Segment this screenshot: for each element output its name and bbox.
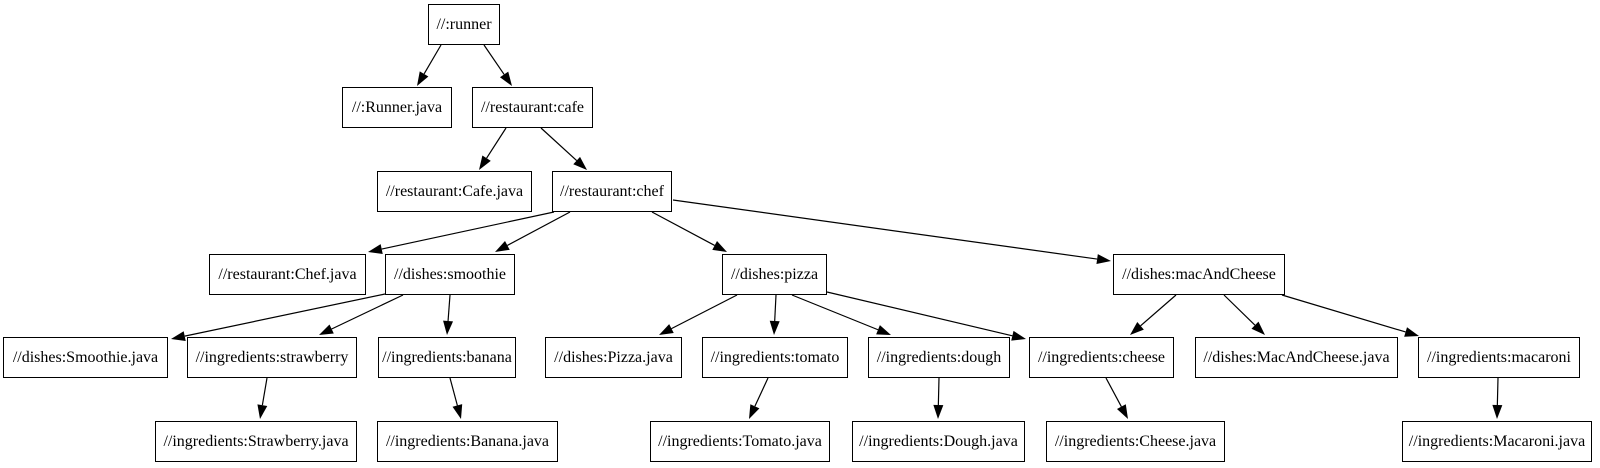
edge-chef-to-chef-java bbox=[368, 211, 555, 254]
node-pizza: //dishes:pizza bbox=[722, 254, 827, 295]
edge-banana-to-banana-java bbox=[449, 377, 463, 419]
edge-pizza-to-dough bbox=[791, 294, 891, 335]
node-mac-and-cheese-java: //dishes:MacAndCheese.java bbox=[1195, 337, 1398, 378]
node-macaroni: //ingredients:macaroni bbox=[1418, 337, 1580, 378]
arrowhead-icon bbox=[573, 156, 587, 170]
node-dough-java: //ingredients:Dough.java bbox=[852, 421, 1025, 462]
arrowhead-icon bbox=[712, 241, 727, 252]
arrowhead-icon bbox=[495, 241, 510, 252]
edge-pizza-to-pizza-java bbox=[659, 294, 738, 335]
arrowhead-icon bbox=[1130, 322, 1144, 335]
edge-runner-to-cafe bbox=[483, 44, 512, 86]
node-pizza-java: //dishes:Pizza.java bbox=[545, 337, 682, 378]
edge-dough-to-dough-java bbox=[933, 377, 944, 419]
node-strawberry-java: //ingredients:Strawberry.java bbox=[155, 421, 357, 462]
edge-mac-and-cheese-to-mac-and-cheese-java bbox=[1223, 294, 1265, 335]
node-runner: //:runner bbox=[428, 4, 500, 45]
arrowhead-icon bbox=[1404, 327, 1419, 337]
node-runner-java: //:Runner.java bbox=[342, 87, 452, 128]
arrowhead-icon bbox=[749, 404, 760, 419]
node-mac-and-cheese: //dishes:macAndCheese bbox=[1113, 254, 1285, 295]
node-cheese-java: //ingredients:Cheese.java bbox=[1046, 421, 1225, 462]
arrowhead-icon bbox=[659, 324, 674, 335]
edge-cafe-to-chef bbox=[540, 127, 587, 170]
node-smoothie: //dishes:smoothie bbox=[385, 254, 515, 295]
edge-smoothie-to-banana bbox=[443, 294, 454, 335]
node-tomato-java: //ingredients:Tomato.java bbox=[650, 421, 830, 462]
edge-cheese-to-cheese-java bbox=[1105, 377, 1128, 419]
arrowhead-icon bbox=[443, 320, 454, 335]
edge-pizza-to-tomato bbox=[769, 294, 780, 335]
node-smoothie-java: //dishes:Smoothie.java bbox=[3, 337, 168, 378]
arrowhead-icon bbox=[319, 324, 334, 335]
node-cafe: //restaurant:cafe bbox=[472, 87, 593, 128]
node-chef-java: //restaurant:Chef.java bbox=[209, 254, 366, 295]
arrowhead-icon bbox=[1116, 404, 1128, 419]
node-banana-java: //ingredients:Banana.java bbox=[377, 421, 558, 462]
arrowhead-icon bbox=[499, 71, 512, 86]
node-dough: //ingredients:dough bbox=[868, 337, 1010, 378]
arrowhead-icon bbox=[452, 404, 463, 419]
node-cheese: //ingredients:cheese bbox=[1029, 337, 1174, 378]
arrowhead-icon bbox=[1096, 254, 1111, 265]
arrowhead-icon bbox=[368, 244, 383, 254]
edge-chef-to-smoothie bbox=[495, 211, 571, 252]
node-cafe-java: //restaurant:Cafe.java bbox=[377, 171, 532, 212]
arrowhead-icon bbox=[933, 404, 944, 419]
arrowhead-icon bbox=[257, 404, 268, 419]
edge-smoothie-to-strawberry bbox=[319, 294, 404, 335]
edge-mac-and-cheese-to-macaroni bbox=[1281, 294, 1419, 337]
arrowhead-icon bbox=[876, 325, 891, 335]
edge-pizza-to-cheese bbox=[826, 291, 1026, 341]
edge-chef-to-pizza bbox=[651, 211, 727, 252]
node-tomato: //ingredients:tomato bbox=[702, 337, 848, 378]
node-strawberry: //ingredients:strawberry bbox=[187, 337, 357, 378]
edge-macaroni-to-macaroni-java bbox=[1492, 377, 1503, 419]
arrowhead-icon bbox=[479, 155, 491, 170]
node-banana: //ingredients:banana bbox=[378, 337, 516, 378]
edge-cafe-to-cafe-java bbox=[479, 127, 507, 170]
node-macaroni-java: //ingredients:Macaroni.java bbox=[1402, 421, 1592, 462]
arrowhead-icon bbox=[1011, 330, 1026, 341]
arrowhead-icon bbox=[769, 320, 780, 335]
edge-smoothie-to-smoothie-java bbox=[171, 293, 386, 342]
edge-runner-to-runner-java bbox=[417, 44, 442, 86]
edge-strawberry-to-strawberry-java bbox=[257, 377, 268, 419]
arrowhead-icon bbox=[417, 71, 429, 86]
node-chef: //restaurant:chef bbox=[552, 171, 672, 212]
arrowhead-icon bbox=[171, 331, 186, 342]
arrowhead-icon bbox=[1492, 404, 1503, 419]
edge-tomato-to-tomato-java bbox=[749, 377, 769, 419]
arrowhead-icon bbox=[1251, 321, 1265, 335]
edge-mac-and-cheese-to-cheese bbox=[1130, 294, 1177, 335]
edge-chef-to-mac-and-cheese bbox=[672, 199, 1111, 265]
